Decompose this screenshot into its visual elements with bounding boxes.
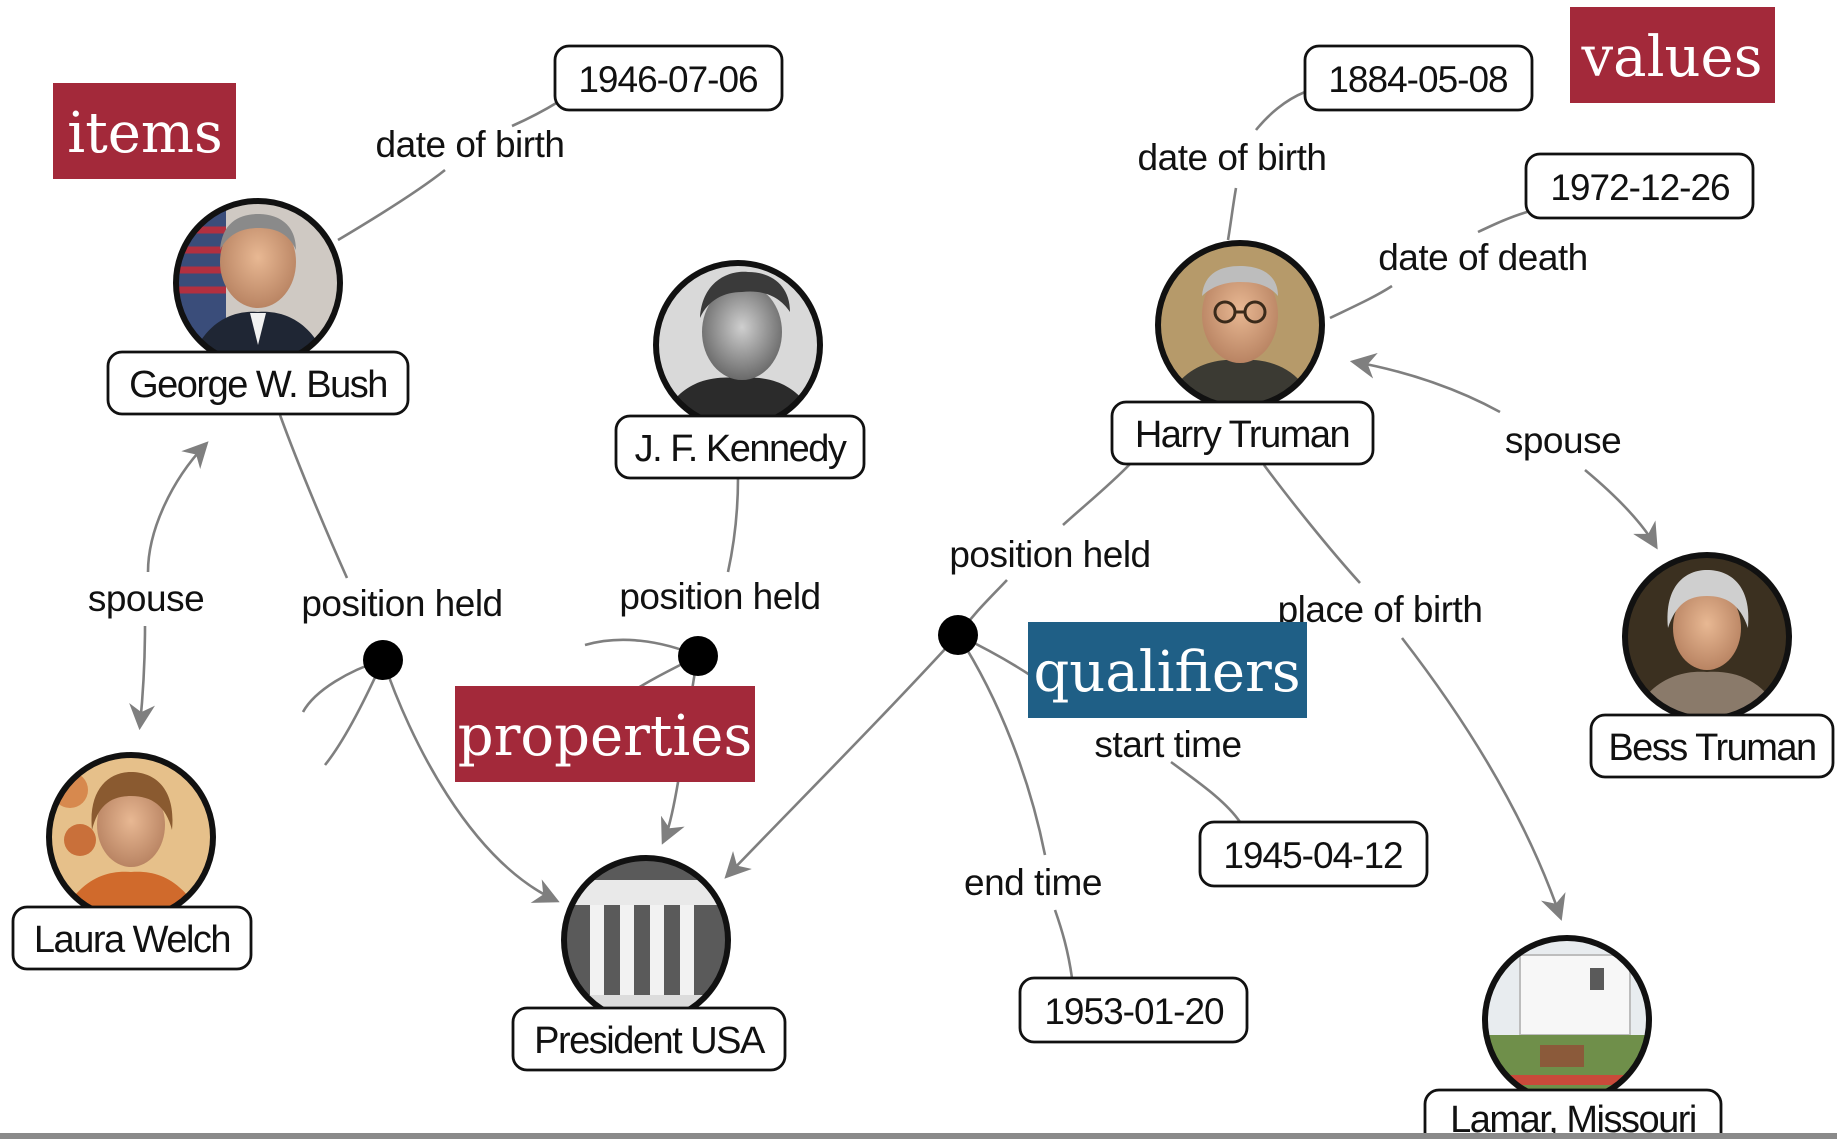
value-box-truman-dod: 1972-12-26: [1524, 152, 1755, 220]
edge-kennedy-position-upper: [726, 477, 740, 573]
tag-values: values: [1570, 7, 1775, 103]
value-truman-dod: 1972-12-26: [1550, 167, 1729, 208]
edge-truman-dod-upper: [1477, 210, 1528, 234]
edge-truman-position-lower: [724, 634, 959, 879]
node-box-bush[interactable]: George W. Bush: [106, 350, 410, 416]
tag-properties-text: properties: [458, 704, 752, 769]
edge-truman-position-upper: [1062, 462, 1132, 526]
node-label-president: President USA: [534, 1020, 766, 1062]
statement-node-kennedy: [678, 636, 718, 676]
value-end-time: 1953-01-20: [1044, 991, 1224, 1032]
edge-bush-position-upper: [278, 414, 349, 579]
edge-truman-dod-lower: [1329, 284, 1393, 320]
node-label-bush: George W. Bush: [129, 364, 387, 406]
node-label-lamar: Lamar, Missouri: [1450, 1099, 1696, 1139]
edge-label-bush-position: position held: [301, 583, 502, 624]
tag-qualifiers-text: qualifiers: [1033, 640, 1300, 705]
edge-start-time-value: [1170, 760, 1242, 823]
edge-label-truman-position: position held: [949, 534, 1150, 575]
node-box-truman[interactable]: Harry Truman: [1110, 400, 1375, 466]
node-box-bess[interactable]: Bess Truman: [1589, 713, 1835, 779]
portrait-kennedy: [653, 260, 823, 430]
edge-truman-dob-upper: [1254, 90, 1306, 131]
tag-qualifiers: qualifiers: [1028, 622, 1307, 718]
node-label-kennedy: J. F. Kennedy: [635, 428, 847, 470]
edge-label-end-time: end time: [964, 862, 1102, 903]
edge-label-truman-dob: date of birth: [1138, 137, 1327, 178]
edge-bush-spouse-upper: [146, 441, 209, 573]
edge-label-start-time: start time: [1094, 724, 1241, 765]
edge-label-truman-place: place of birth: [1278, 589, 1483, 630]
statement-node-bush: [363, 640, 403, 680]
tag-items-text: items: [67, 101, 222, 166]
node-box-kennedy[interactable]: J. F. Kennedy: [614, 414, 866, 480]
value-truman-dob: 1884-05-08: [1328, 59, 1507, 100]
edge-bush-dob: [337, 168, 446, 242]
tag-items: items: [53, 83, 236, 179]
value-box-start-time: 1945-04-12: [1198, 820, 1429, 888]
edge-truman-place-lower: [1400, 637, 1566, 921]
edge-truman-spouse-upper: [1349, 352, 1501, 414]
value-box-truman-dob: 1884-05-08: [1303, 44, 1534, 112]
statement-node-truman: [938, 615, 978, 655]
edge-end-time-lower: [1053, 909, 1074, 979]
edge-end-time-upper: [956, 634, 1047, 856]
bottom-border-line: [0, 1133, 1837, 1139]
node-box-president[interactable]: President USA: [511, 1006, 787, 1072]
edge-label-kennedy-position: position held: [619, 576, 820, 617]
edge-bush-dob-upper: [511, 100, 559, 128]
value-box-bush-dob: 1946-07-06: [553, 44, 784, 112]
node-box-laura[interactable]: Laura Welch: [11, 905, 253, 971]
edge-bush-spouse-lower: [129, 625, 156, 731]
value-start-time: 1945-04-12: [1223, 835, 1402, 876]
node-label-truman: Harry Truman: [1135, 414, 1349, 456]
edge-truman-place-upper: [1262, 464, 1361, 584]
edge-label-truman-spouse: spouse: [1505, 420, 1621, 461]
portrait-lamar: [1482, 935, 1652, 1105]
portrait-president: [561, 855, 731, 1025]
portrait-laura: [46, 752, 216, 922]
edge-label-bush-spouse: spouse: [88, 578, 204, 619]
edge-bush-position-lower: [381, 659, 560, 903]
portrait-bess: [1622, 552, 1792, 722]
tag-properties: properties: [455, 686, 755, 782]
node-box-lamar[interactable]: Lamar, Missouri: [1423, 1088, 1723, 1139]
edge-truman-spouse-lower: [1584, 469, 1658, 550]
portrait-bush: [173, 198, 343, 368]
portrait-truman: [1155, 240, 1325, 410]
tag-values-text: values: [1581, 25, 1763, 90]
edge-truman-dob-lower: [1226, 187, 1238, 241]
node-label-bess: Bess Truman: [1608, 727, 1815, 769]
node-label-laura: Laura Welch: [34, 919, 230, 961]
edge-label-truman-dod: date of death: [1378, 237, 1588, 278]
value-bush-dob: 1946-07-06: [578, 59, 757, 100]
edge-labels: date of birth date of birth date of deat…: [88, 124, 1622, 903]
edge-label-bush-dob: date of birth: [376, 124, 565, 165]
edges: [129, 90, 1658, 979]
value-box-end-time: 1953-01-20: [1018, 976, 1249, 1044]
